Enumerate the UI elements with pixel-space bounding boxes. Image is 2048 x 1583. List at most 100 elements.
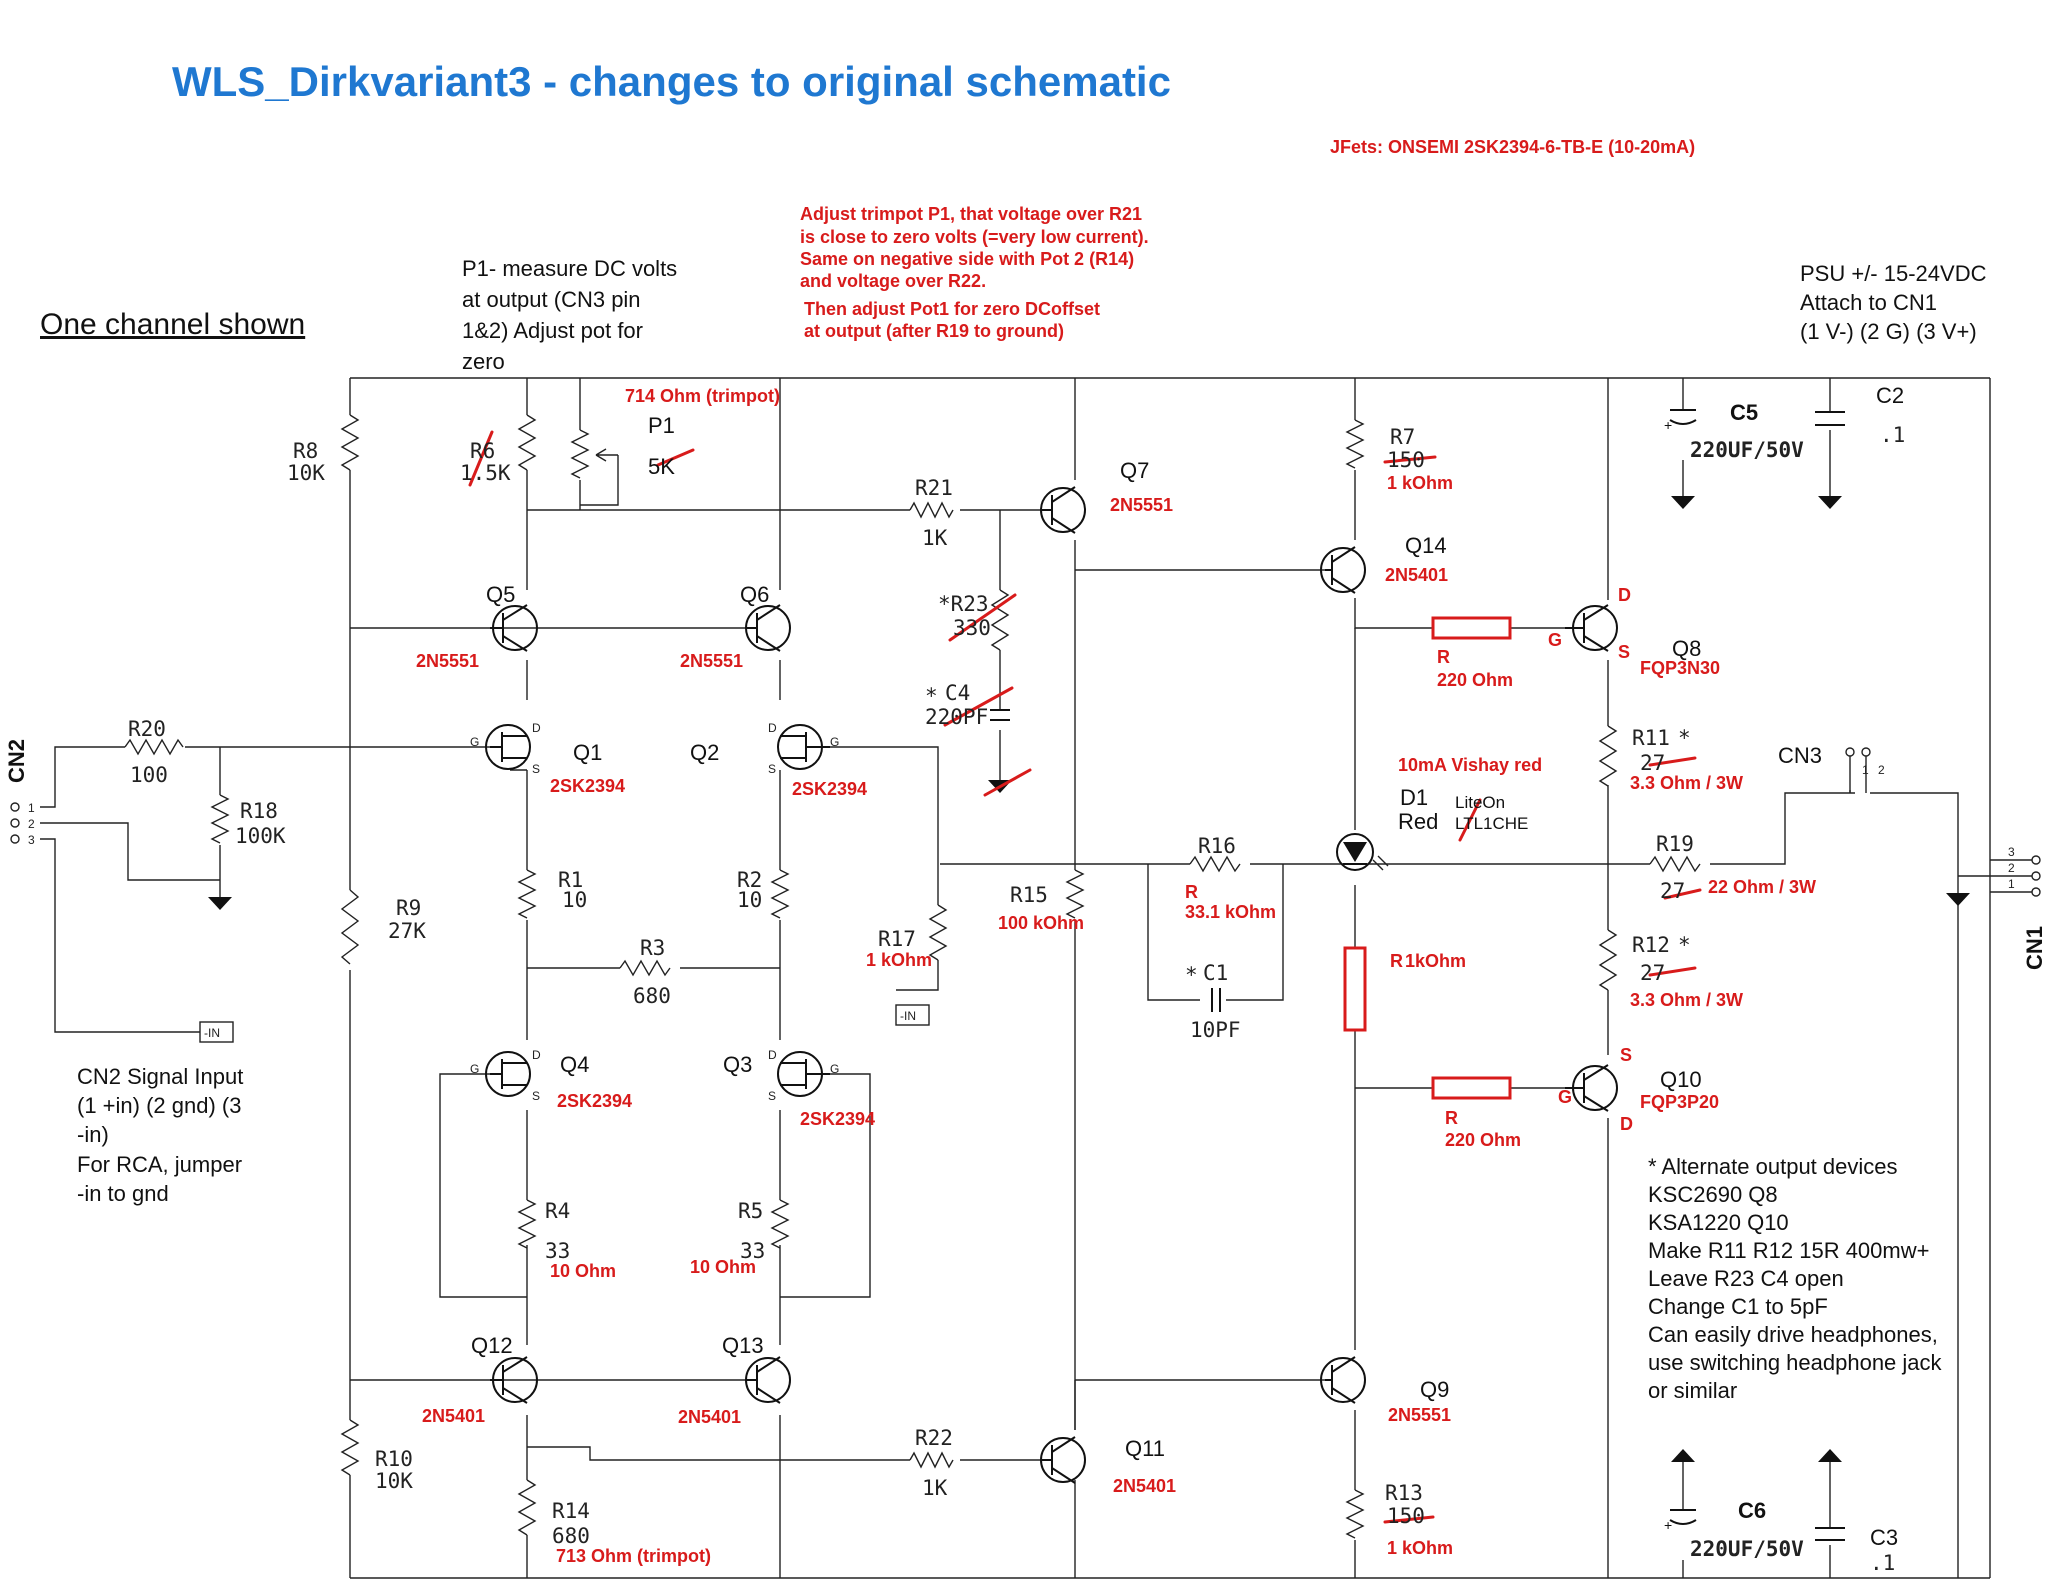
svg-text:100: 100 <box>130 763 168 787</box>
svg-text:5K: 5K <box>648 454 675 479</box>
q7-transistor <box>1040 486 1086 534</box>
svg-text:R1: R1 <box>558 868 583 892</box>
q14-transistor <box>1320 546 1366 594</box>
svg-text:S: S <box>1618 642 1630 662</box>
svg-text:27: 27 <box>1640 961 1665 985</box>
svg-text:1kOhm: 1kOhm <box>1405 951 1466 971</box>
svg-text:2: 2 <box>1878 763 1885 777</box>
svg-text:R8: R8 <box>293 439 318 463</box>
svg-text:D: D <box>768 1048 777 1062</box>
svg-text:Q2: Q2 <box>690 740 719 765</box>
svg-text:Q13: Q13 <box>722 1333 764 1358</box>
svg-text:R14: R14 <box>552 1499 590 1523</box>
svg-text:C5: C5 <box>1730 400 1758 425</box>
svg-text:Same on negative side with Pot: Same on negative side with Pot 2 (R14) <box>800 249 1134 269</box>
svg-text:3: 3 <box>2008 845 2015 859</box>
svg-text:LiteOn: LiteOn <box>1455 793 1505 812</box>
svg-text:use switching headphone jack: use switching headphone jack <box>1648 1350 1943 1375</box>
svg-text:S: S <box>532 762 540 776</box>
svg-text:10mA Vishay red: 10mA Vishay red <box>1398 755 1542 775</box>
svg-text:C1: C1 <box>1203 961 1228 985</box>
resistors <box>124 414 1701 1539</box>
svg-text:R17: R17 <box>878 927 916 951</box>
svg-text:R12: R12 <box>1632 933 1670 957</box>
red-strikes <box>468 430 1702 1524</box>
svg-text:FQP3N30: FQP3N30 <box>1640 658 1720 678</box>
component-labels: R8 10K R6 1.5K 714 Ohm (trimpot) P1 5K R… <box>4 383 2047 1575</box>
svg-text:Leave R23 C4 open: Leave R23 C4 open <box>1648 1266 1844 1291</box>
svg-text:1 kOhm: 1 kOhm <box>1387 473 1453 493</box>
svg-text:Q8: Q8 <box>1672 636 1701 661</box>
svg-text:or similar: or similar <box>1648 1378 1737 1403</box>
svg-text:R7: R7 <box>1390 425 1415 449</box>
ground-symbols <box>208 496 1970 1462</box>
svg-text:10: 10 <box>562 888 587 912</box>
svg-text:-IN: -IN <box>900 1009 916 1023</box>
svg-text:2SK2394: 2SK2394 <box>800 1109 875 1129</box>
svg-text:Change C1 to 5pF: Change C1 to 5pF <box>1648 1294 1828 1319</box>
svg-text:10 Ohm: 10 Ohm <box>550 1261 616 1281</box>
svg-text:714 Ohm (trimpot): 714 Ohm (trimpot) <box>625 386 780 406</box>
svg-text:-IN: -IN <box>204 1026 220 1040</box>
svg-text:2: 2 <box>2008 861 2015 875</box>
q5-transistor <box>490 604 538 652</box>
svg-text:2N5551: 2N5551 <box>1110 495 1173 515</box>
q8-transistor <box>1565 604 1618 652</box>
svg-text:2SK2394: 2SK2394 <box>792 779 867 799</box>
svg-text:R6: R6 <box>470 439 495 463</box>
capacitors <box>990 409 1845 1541</box>
svg-text:2: 2 <box>28 817 35 831</box>
svg-text:1: 1 <box>2008 877 2015 891</box>
svg-text:2N5551: 2N5551 <box>416 651 479 671</box>
svg-text:Then adjust Pot1 for zero DCof: Then adjust Pot1 for zero DCoffset <box>804 299 1100 319</box>
svg-text:CN2: CN2 <box>4 739 29 783</box>
svg-text:Q9: Q9 <box>1420 1377 1449 1402</box>
svg-text:680: 680 <box>633 984 671 1008</box>
svg-text:R20: R20 <box>128 717 166 741</box>
svg-text:220UF/50V: 220UF/50V <box>1690 438 1804 462</box>
svg-text:Attach to CN1: Attach to CN1 <box>1800 290 1937 315</box>
svg-text:1&2) Adjust pot for: 1&2) Adjust pot for <box>462 318 643 343</box>
svg-text:3: 3 <box>28 833 35 847</box>
svg-text:R22: R22 <box>915 1426 953 1450</box>
svg-text:*R23: *R23 <box>938 592 989 616</box>
svg-text:R2: R2 <box>737 868 762 892</box>
svg-text:1 kOhm: 1 kOhm <box>866 950 932 970</box>
svg-text:*: * <box>1185 963 1198 987</box>
svg-text:For RCA, jumper: For RCA, jumper <box>77 1152 242 1177</box>
svg-text:FQP3P20: FQP3P20 <box>1640 1092 1719 1112</box>
svg-text:S: S <box>1620 1045 1632 1065</box>
svg-text:Red: Red <box>1398 809 1438 834</box>
svg-text:Q14: Q14 <box>1405 533 1447 558</box>
svg-text:R4: R4 <box>545 1199 570 1223</box>
svg-text:100K: 100K <box>235 824 286 848</box>
svg-text:D1: D1 <box>1400 785 1428 810</box>
svg-text:D: D <box>532 1048 541 1062</box>
svg-text:(1 V-) (2 G) (3 V+): (1 V-) (2 G) (3 V+) <box>1800 319 1977 344</box>
svg-text:33.1 kOhm: 33.1 kOhm <box>1185 902 1276 922</box>
svg-text:10PF: 10PF <box>1190 1018 1241 1042</box>
svg-text:P1: P1 <box>648 413 675 438</box>
jfet-note: JFets: ONSEMI 2SK2394-6-TB-E (10-20mA) <box>1330 137 1695 157</box>
svg-text:PSU +/- 15-24VDC: PSU +/- 15-24VDC <box>1800 261 1987 286</box>
svg-text:10: 10 <box>737 888 762 912</box>
q6-transistor <box>745 604 791 652</box>
svg-text:R: R <box>1437 647 1450 667</box>
svg-text:P1- measure DC volts: P1- measure DC volts <box>462 256 677 281</box>
svg-text:LTL1CHE: LTL1CHE <box>1455 814 1528 833</box>
svg-text:10 Ohm: 10 Ohm <box>690 1257 756 1277</box>
svg-text:G: G <box>470 1062 479 1076</box>
svg-text:3.3 Ohm / 3W: 3.3 Ohm / 3W <box>1630 773 1743 793</box>
svg-text:220 Ohm: 220 Ohm <box>1445 1130 1521 1150</box>
svg-text:3.3 Ohm / 3W: 3.3 Ohm / 3W <box>1630 990 1743 1010</box>
svg-text:2SK2394: 2SK2394 <box>557 1091 632 1111</box>
svg-text:R9: R9 <box>396 896 421 920</box>
svg-text:27K: 27K <box>388 919 426 943</box>
transistors <box>485 486 1618 1484</box>
wiring <box>40 377 2032 1579</box>
svg-text:Make R11 R12 15R 400mw+: Make R11 R12 15R 400mw+ <box>1648 1238 1929 1263</box>
svg-text:33: 33 <box>545 1239 570 1263</box>
svg-text:+: + <box>1664 417 1672 433</box>
svg-text:330: 330 <box>953 616 991 640</box>
svg-text:Q4: Q4 <box>560 1052 589 1077</box>
